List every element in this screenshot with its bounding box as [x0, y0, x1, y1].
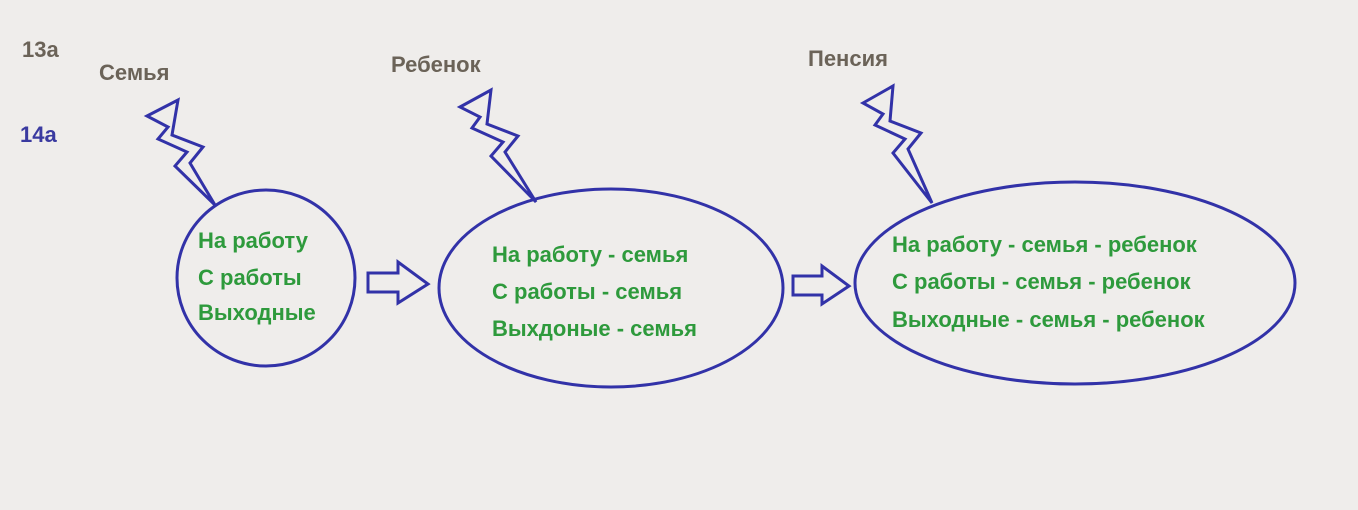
node-1-line-3: Выходные	[198, 300, 316, 325]
node-2-line-3: Выхдоные - семья	[492, 316, 697, 341]
lightning-bolt-icon	[143, 97, 217, 207]
event-label-family: Семья	[99, 60, 170, 85]
legend-13a: 13а	[22, 37, 59, 62]
event-label-child: Ребенок	[391, 52, 481, 77]
node-2-line-1: На работу - семья	[492, 242, 688, 267]
node-1-line-1: На работу	[198, 228, 309, 253]
lightning-bolt-icon	[859, 83, 934, 204]
node-3-line-1: На работу - семья - ребенок	[892, 232, 1198, 257]
node-2-line-2: С работы - семья	[492, 279, 682, 304]
node-ellipse-1	[175, 188, 357, 368]
node-1-line-2: С работы	[198, 265, 302, 290]
node-3-line-3: Выходные - семья - ребенок	[892, 307, 1206, 332]
hollow-arrow-right-icon	[366, 259, 431, 306]
legend-14a: 14а	[20, 122, 57, 147]
lightning-bolt-icon	[456, 87, 538, 204]
node-ellipse-2	[437, 187, 785, 389]
event-label-pension: Пенсия	[808, 46, 888, 71]
hollow-arrow-right-icon	[791, 263, 852, 307]
node-ellipse-3	[853, 180, 1297, 386]
node-3-line-2: С работы - семья - ребенок	[892, 269, 1192, 294]
